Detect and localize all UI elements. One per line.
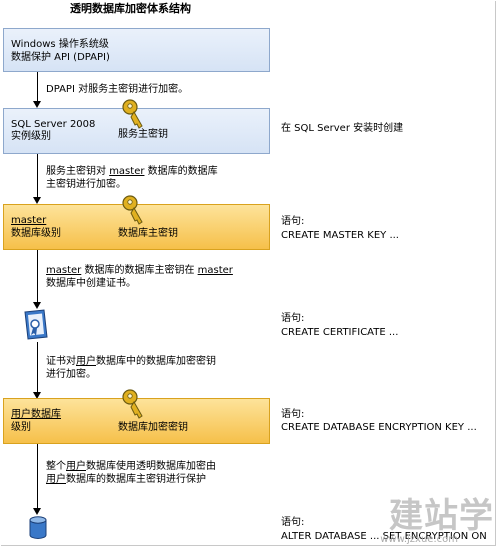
database-icon bbox=[29, 516, 47, 539]
connector-arrow-1 bbox=[33, 101, 41, 108]
connector-text-3a: master 数据库的数据库主密钥在 master bbox=[46, 265, 233, 276]
connector-arrow-3 bbox=[33, 302, 41, 309]
sqlserver-note: 在 SQL Server 安装时创建 bbox=[281, 123, 404, 134]
connector-line-1 bbox=[37, 72, 38, 102]
connector-arrow-2 bbox=[33, 197, 41, 204]
connector-text-1: DPAPI 对服务主密钥进行加密。 bbox=[46, 84, 189, 95]
alter-statement: ALTER DATABASE ... SET ENCRYPTION ON bbox=[281, 531, 487, 542]
windows-level-box: Windows 操作系统级 数据保护 API (DPAPI) bbox=[3, 28, 270, 72]
database-master-key-label: 数据库主密钥 bbox=[118, 228, 178, 239]
user-line2: 级别 bbox=[11, 422, 31, 433]
master-line1: master bbox=[11, 215, 47, 226]
connector-text-3b: 数据库中创建证书。 bbox=[46, 278, 136, 289]
master-line2: 数据库级别 bbox=[11, 228, 61, 239]
certificate-icon bbox=[24, 309, 48, 340]
connector-text-5b: 用户数据库的数据库主密钥进行保护 bbox=[46, 474, 206, 485]
service-master-key-label: 服务主密钥 bbox=[118, 129, 168, 140]
connector-arrow-4 bbox=[33, 392, 41, 399]
alter-statement-label: 语句: bbox=[281, 517, 305, 528]
windows-line2: 数据保护 API (DPAPI) bbox=[11, 52, 110, 63]
windows-line1: Windows 操作系统级 bbox=[11, 39, 109, 50]
connector-line-5 bbox=[37, 444, 38, 509]
service-master-key-icon bbox=[122, 99, 143, 129]
sqlserver-line2: 实例级别 bbox=[11, 131, 51, 142]
database-encryption-key-label: 数据库加密密钥 bbox=[118, 422, 188, 433]
watermark-url: www.jzxue.com bbox=[380, 534, 458, 545]
dek-statement-label: 语句: bbox=[281, 409, 305, 420]
watermark-brand: 建站学 bbox=[389, 496, 494, 536]
user-line1: 用户数据库 bbox=[11, 409, 61, 420]
database-master-key-icon bbox=[122, 195, 143, 225]
connector-text-5a: 整个用户数据库使用透明数据库加密由 bbox=[46, 461, 216, 472]
connector-line-2 bbox=[37, 154, 38, 198]
certificate-statement: CREATE CERTIFICATE ... bbox=[281, 327, 399, 338]
master-statement-label: 语句: bbox=[281, 216, 305, 227]
master-statement: CREATE MASTER KEY ... bbox=[281, 230, 399, 241]
connector-text-4a: 证书对用户数据库中的数据库加密密钥 bbox=[46, 356, 216, 367]
connector-text-4b: 进行加密。 bbox=[46, 369, 96, 380]
certificate-statement-label: 语句: bbox=[281, 313, 305, 324]
diagram-title: 透明数据库加密体系结构 bbox=[70, 2, 191, 15]
connector-line-3 bbox=[37, 250, 38, 304]
connector-text-2a: 服务主密钥对 master 数据库的数据库 bbox=[46, 166, 218, 177]
database-encryption-key-icon bbox=[122, 389, 143, 419]
connector-arrow-5 bbox=[33, 508, 41, 515]
dek-statement: CREATE DATABASE ENCRYPTION KEY ... bbox=[281, 422, 477, 433]
connector-text-2b: 主密钥进行加密。 bbox=[46, 179, 126, 190]
connector-line-4 bbox=[37, 342, 38, 393]
sqlserver-line1: SQL Server 2008 bbox=[11, 119, 96, 130]
